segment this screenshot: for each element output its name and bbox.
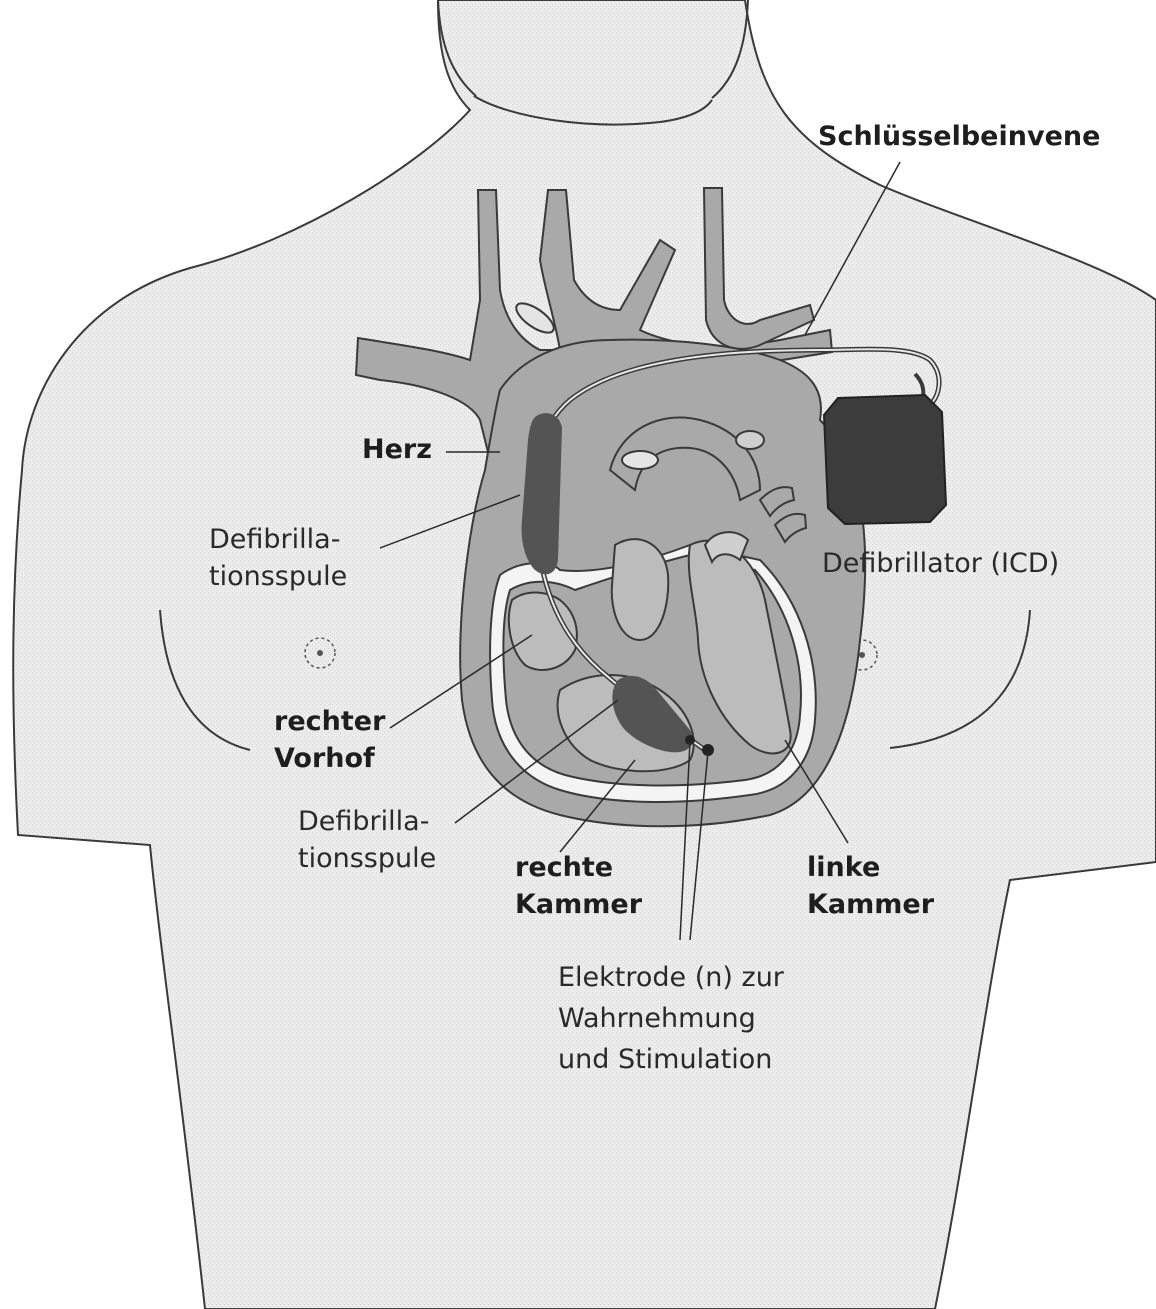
label-left-ventricle-line-2: Kammer <box>807 886 934 923</box>
vessel-opening <box>622 451 658 469</box>
label-right-atrium-line-2: Vorhof <box>274 740 385 777</box>
aorta-opening <box>736 431 764 449</box>
label-coil-lower-line-2: tionsspule <box>298 840 436 877</box>
label-electrodes: Elektrode (n) zur Wahrnehmung und Stimul… <box>558 957 784 1080</box>
label-coil-lower: Defibrilla- tionsspule <box>298 803 436 877</box>
icd-device <box>824 395 946 524</box>
label-coil-upper-line-1: Defibrilla- <box>209 521 347 558</box>
label-icd: Defibrillator (ICD) <box>822 545 1059 582</box>
label-right-ventricle: rechte Kammer <box>515 849 642 923</box>
label-heart-text: Herz <box>362 431 432 468</box>
label-left-ventricle: linke Kammer <box>807 849 934 923</box>
label-electrodes-line-1: Elektrode (n) zur <box>558 957 784 998</box>
label-coil-upper: Defibrilla- tionsspule <box>209 521 347 595</box>
label-coil-lower-line-1: Defibrilla- <box>298 803 436 840</box>
label-icd-text: Defibrillator (ICD) <box>822 545 1059 582</box>
label-right-atrium-line-1: rechter <box>274 703 385 740</box>
label-coil-upper-line-2: tionsspule <box>209 558 347 595</box>
label-right-ventricle-line-1: rechte <box>515 849 642 886</box>
label-left-ventricle-line-1: linke <box>807 849 934 886</box>
label-electrodes-line-3: und Stimulation <box>558 1039 784 1080</box>
right-inner-chamber <box>612 539 669 640</box>
label-clavicle-vein-text: Schlüsselbeinvene <box>818 118 1100 155</box>
label-right-atrium: rechter Vorhof <box>274 703 385 777</box>
label-heart: Herz <box>362 431 432 468</box>
label-electrodes-line-2: Wahrnehmung <box>558 998 784 1039</box>
label-clavicle-vein: Schlüsselbeinvene <box>818 118 1100 155</box>
label-right-ventricle-line-2: Kammer <box>515 886 642 923</box>
